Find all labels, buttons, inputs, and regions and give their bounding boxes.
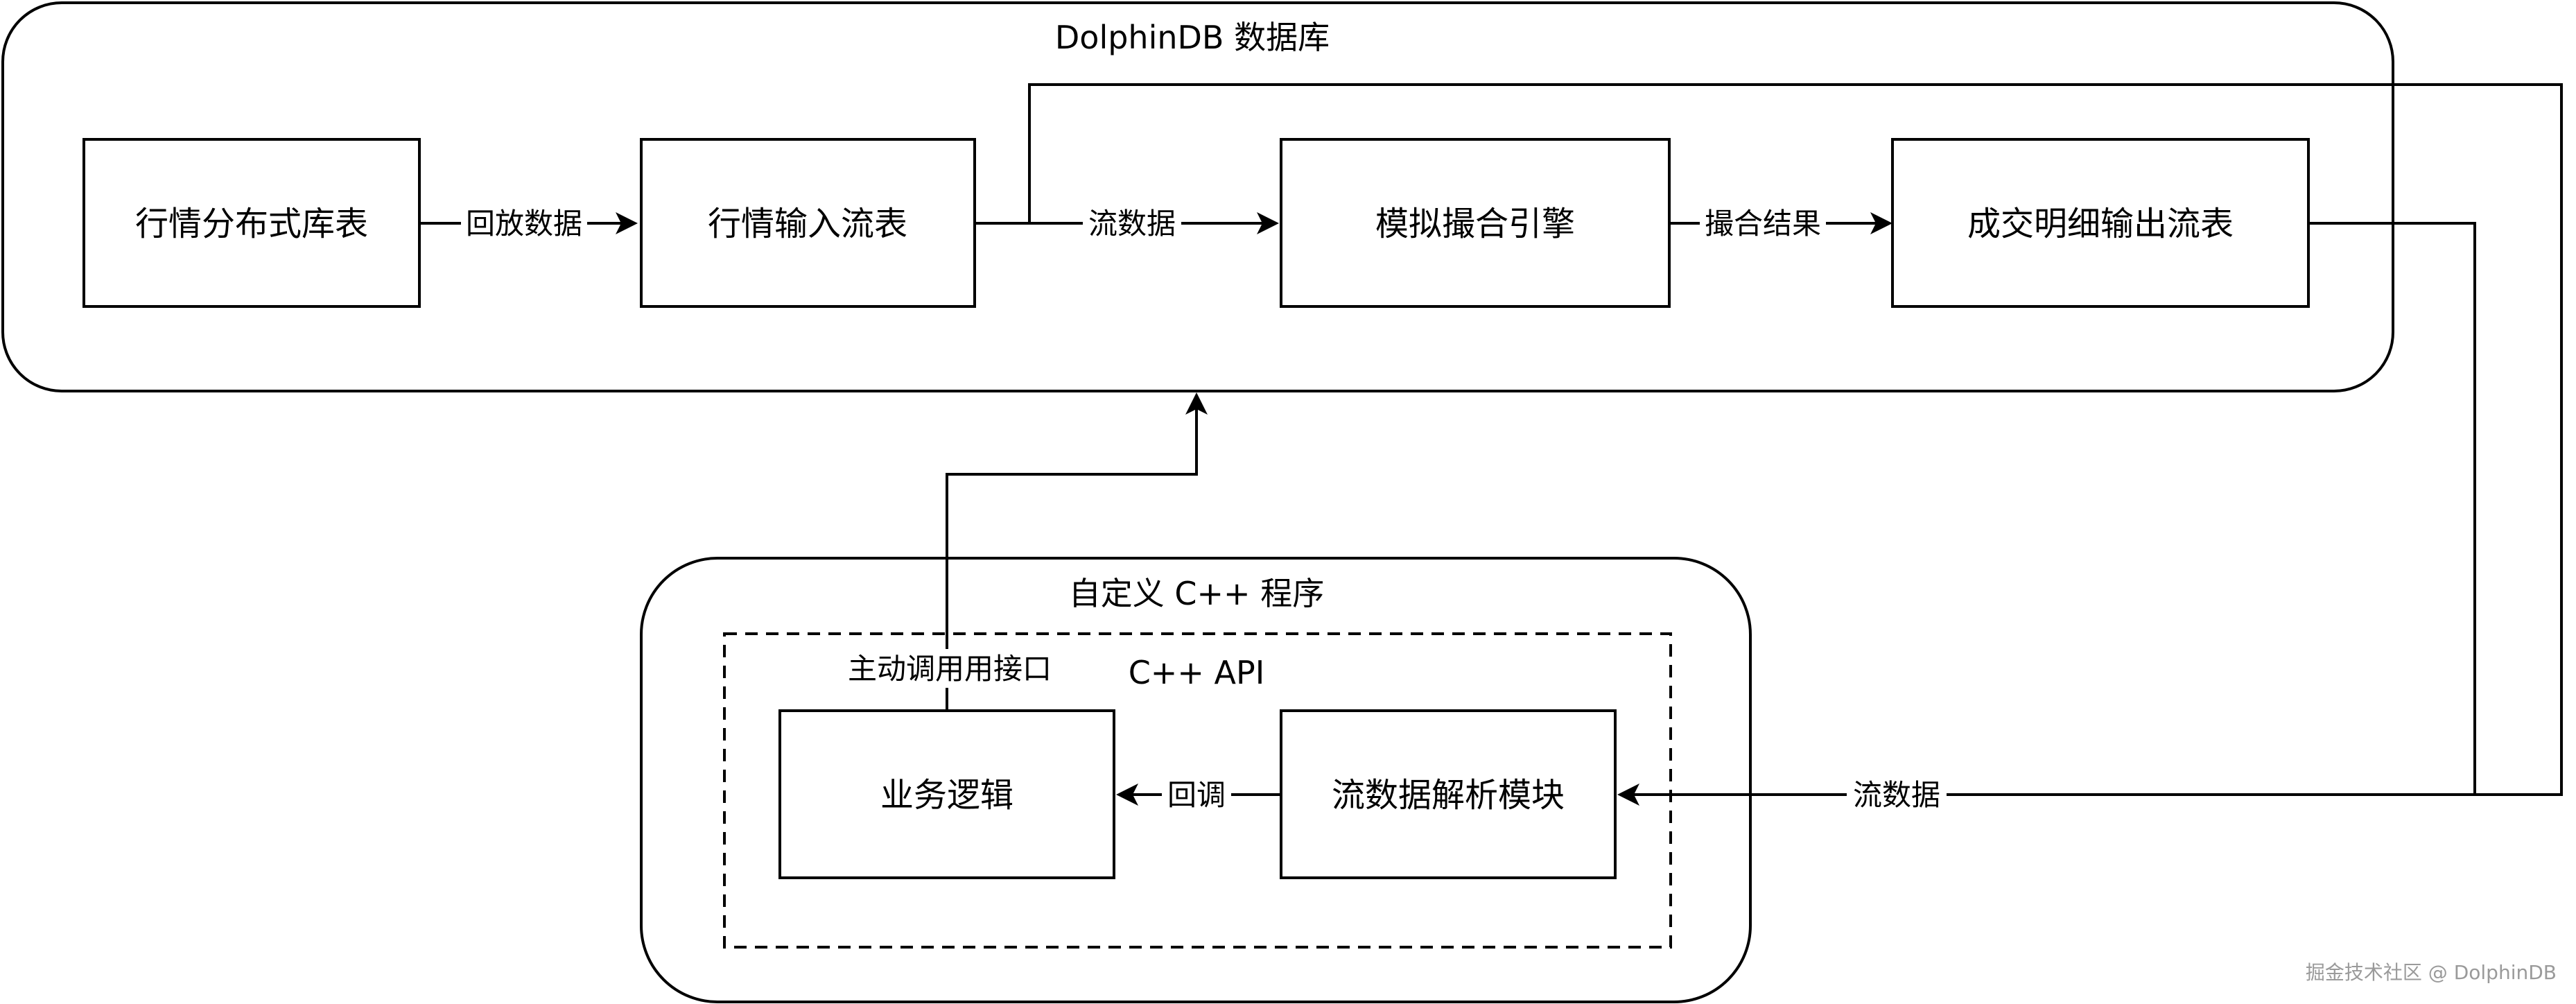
edge-input-stream-to-parser xyxy=(1028,83,2563,796)
dolphindb-title: DolphinDB 数据库 xyxy=(1055,19,1330,56)
edge-match-result-label-bg xyxy=(1700,204,1826,243)
arrowhead-stream xyxy=(1257,212,1279,234)
cpp-api-title: C++ API xyxy=(1129,654,1265,691)
edge-stream-in-label-bg xyxy=(1847,775,1947,814)
edge-callback-label: 回调 xyxy=(1167,778,1226,812)
cpp-api-boundary xyxy=(723,632,1672,949)
node-trade-output xyxy=(1891,138,2310,308)
node-trade-output-label: 成交明细输出流表 xyxy=(1967,205,2234,243)
edge-replay-label: 回放数据 xyxy=(466,207,582,241)
edge-stream-label: 流数据 xyxy=(1088,207,1176,241)
node-market-db-label: 行情分布式库表 xyxy=(135,205,368,243)
node-business-logic xyxy=(778,709,1115,879)
edge-replay-label-bg xyxy=(461,204,587,243)
node-input-stream xyxy=(640,138,976,308)
arrowhead-active-call xyxy=(1185,392,1208,415)
edge-active-call xyxy=(946,397,1198,711)
node-input-stream-label: 行情输入流表 xyxy=(708,205,907,243)
watermark: 掘金技术社区 @ DolphinDB xyxy=(2306,961,2557,984)
cpp-program-title: 自定义 C++ 程序 xyxy=(1069,575,1324,612)
dolphindb-container xyxy=(1,1,2394,392)
arrowhead-replay xyxy=(616,212,638,234)
node-matching-engine-label: 模拟撮合引擎 xyxy=(1375,205,1575,243)
node-business-logic-label: 业务逻辑 xyxy=(880,776,1013,815)
edge-stream-label-bg xyxy=(1083,204,1181,243)
edge-match-result-label: 撮合结果 xyxy=(1705,207,1821,241)
arrowhead-callback xyxy=(1116,784,1138,806)
node-stream-parser-label: 流数据解析模块 xyxy=(1332,776,1565,815)
edge-active-call-label-bg xyxy=(847,649,1052,688)
node-market-db xyxy=(82,138,421,308)
node-matching-engine xyxy=(1280,138,1671,308)
edge-active-call-label: 主动调用用接口 xyxy=(848,652,1052,686)
node-stream-parser xyxy=(1280,709,1617,879)
edge-callback-label-bg xyxy=(1162,775,1231,814)
edge-stream-in-label: 流数据 xyxy=(1853,778,1940,812)
arrowhead-match-result xyxy=(1870,212,1892,234)
arrowhead-stream-in xyxy=(1617,784,1639,806)
edge-trade-output-to-parser xyxy=(2308,222,2476,795)
